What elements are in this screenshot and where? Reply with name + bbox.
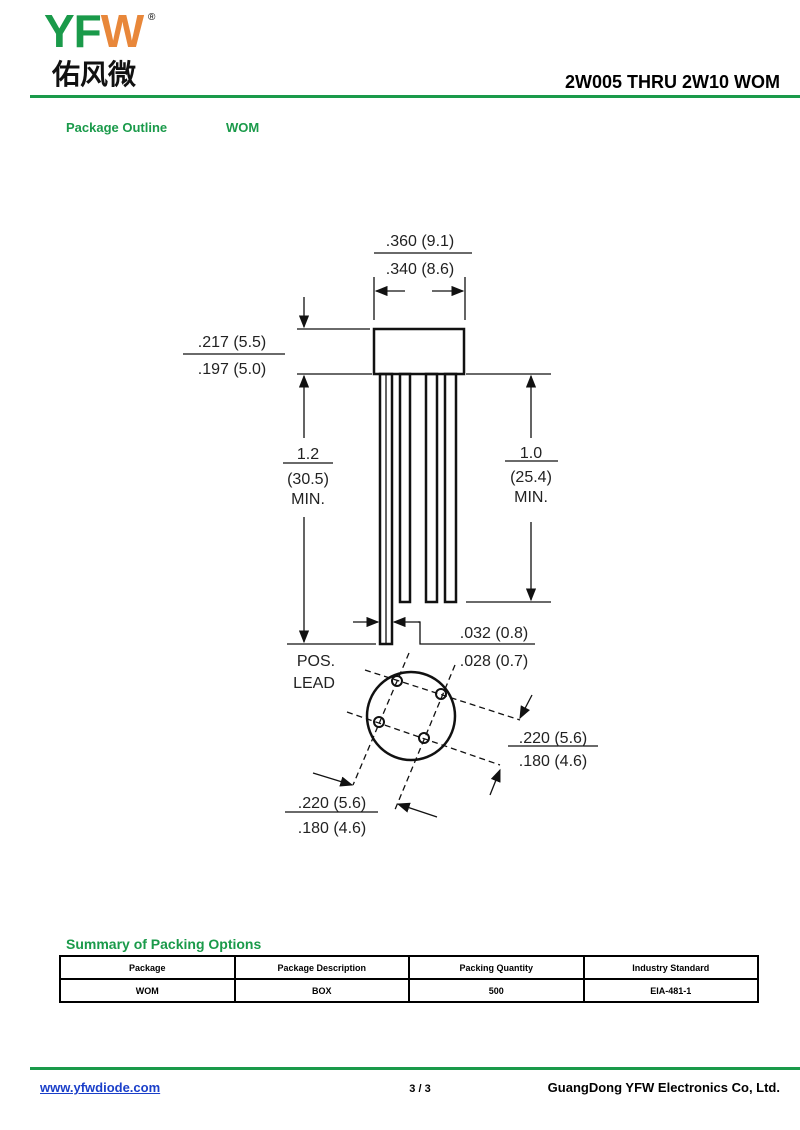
cell-package: WOM — [59, 978, 236, 1003]
dim-lead-dia-max: .032 (0.8) — [460, 625, 528, 642]
logo-letters: YFW — [44, 5, 144, 57]
dim-pos-lead-min: MIN. — [291, 491, 325, 508]
footer-divider — [30, 1067, 800, 1070]
packing-summary-title: Summary of Packing Options — [66, 936, 262, 952]
cell-quantity: 500 — [408, 978, 585, 1003]
package-name: WOM — [226, 120, 260, 135]
bottom-view-circle — [365, 670, 457, 762]
header-packing-quantity: Packing Quantity — [408, 955, 585, 980]
company-name: GuangDong YFW Electronics Co, Ltd. — [547, 1080, 780, 1095]
header-industry-standard: Industry Standard — [582, 955, 759, 980]
cell-standard: EIA-481-1 — [582, 978, 759, 1003]
company-logo: YFW ® 佑风微 — [44, 8, 164, 92]
packing-table: Package Package Description Packing Quan… — [59, 955, 759, 1003]
table-row: WOM BOX 500 EIA-481-1 — [59, 978, 759, 1003]
dim-spacing-bottom-min: .180 (4.6) — [298, 820, 366, 837]
page-number: 3 / 3 — [409, 1083, 431, 1095]
dim-spacing-right-min: .180 (4.6) — [519, 753, 587, 770]
lead — [443, 372, 458, 604]
dim-lead-dia-min: .028 (0.7) — [460, 653, 528, 670]
cell-description: BOX — [233, 978, 410, 1003]
pos-lead-label-2: LEAD — [293, 675, 335, 692]
header-divider — [30, 95, 800, 98]
dim-width-max: .360 (9.1) — [386, 233, 454, 250]
dim-height-max: .217 (5.5) — [198, 334, 266, 351]
document-title: 2W005 THRU 2W10 WOM — [564, 72, 780, 92]
registered-mark: ® — [148, 12, 156, 23]
package-body — [372, 327, 466, 376]
lead — [398, 372, 412, 604]
dim-lead-length-mm: (25.4) — [510, 469, 552, 486]
lead — [424, 372, 439, 604]
logo-chinese: 佑风微 — [52, 59, 137, 90]
dim-width-min: .340 (8.6) — [386, 261, 454, 278]
dim-spacing-right-max: .220 (5.6) — [519, 730, 587, 747]
dim-pos-lead-length-mm: (30.5) — [287, 471, 329, 488]
dim-spacing-bottom-max: .220 (5.6) — [298, 795, 366, 812]
website-link[interactable]: www.yfwdiode.com — [40, 1080, 161, 1095]
dim-lead-length: 1.0 — [520, 445, 542, 462]
table-header-row: Package Package Description Packing Quan… — [59, 955, 759, 980]
header-package: Package — [59, 955, 236, 980]
dim-pos-lead-length: 1.2 — [297, 446, 319, 463]
dim-lead-min: MIN. — [514, 489, 548, 506]
pos-lead-label-1: POS. — [297, 653, 335, 670]
package-outline-label: Package Outline — [66, 120, 168, 135]
dim-height-min: .197 (5.0) — [198, 361, 266, 378]
package-outline-drawing: .360 (9.1) .340 (8.6) .217 (5.5) .197 (5… — [183, 233, 598, 837]
header-package-description: Package Description — [233, 955, 410, 980]
